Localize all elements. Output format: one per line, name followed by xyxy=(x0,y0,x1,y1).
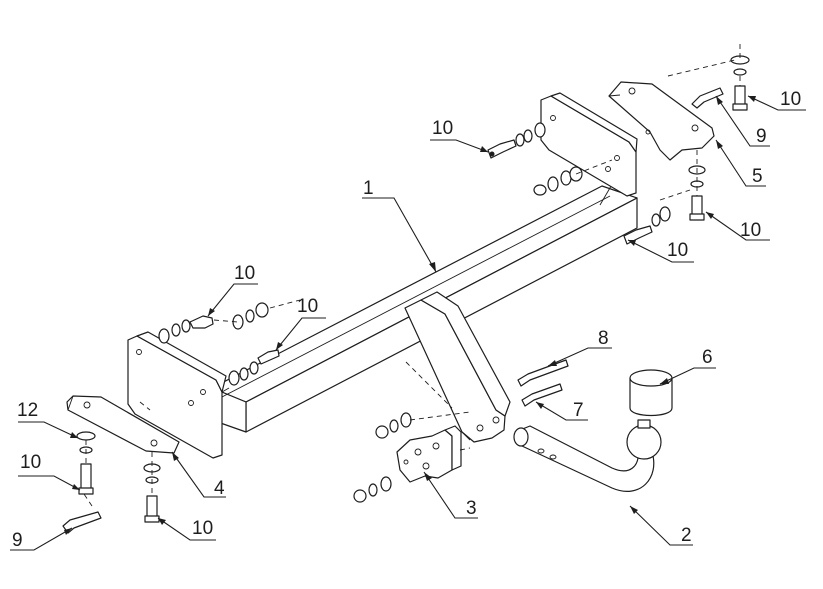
bolts xyxy=(62,85,748,534)
callout-8: 8 xyxy=(598,328,609,349)
callout-7: 7 xyxy=(573,400,584,421)
callout-2: 2 xyxy=(681,525,692,546)
right-strap-part-5 xyxy=(608,81,715,161)
right-side-bracket xyxy=(540,92,638,197)
tow-ball-part-6 xyxy=(626,369,673,460)
washers-and-nuts xyxy=(76,55,750,503)
callout-10-left-mid: 10 xyxy=(297,296,318,317)
callout-4: 4 xyxy=(214,478,225,499)
callout-10-right-mid: 10 xyxy=(667,240,688,261)
callout-9-top: 9 xyxy=(756,126,767,147)
socket-plate-part-3 xyxy=(396,425,462,483)
left-strap-part-4 xyxy=(66,395,180,454)
tow-neck-part-2 xyxy=(513,425,655,492)
callout-10-top-center: 10 xyxy=(234,263,255,284)
callout-10-left-bottom: 10 xyxy=(20,452,41,473)
callout-10-top-right: 10 xyxy=(780,89,801,110)
callout-9-bottom: 9 xyxy=(12,530,23,551)
callout-10-right-lower: 10 xyxy=(740,220,761,241)
callout-10-bottom-center: 10 xyxy=(192,518,213,539)
callout-1: 1 xyxy=(363,178,374,199)
callout-labels: 1 2 3 4 5 6 7 8 9 9 10 10 10 10 10 10 10… xyxy=(12,89,801,551)
callout-6: 6 xyxy=(702,347,713,368)
leader-lines xyxy=(10,95,806,551)
left-side-bracket xyxy=(127,331,230,459)
callout-10-right-bolt: 10 xyxy=(432,118,453,139)
center-mount-plate xyxy=(404,291,511,443)
callout-5: 5 xyxy=(752,166,763,187)
assembly-dashed-lines xyxy=(83,44,741,507)
callout-3: 3 xyxy=(466,498,477,519)
callout-12: 12 xyxy=(17,400,38,421)
